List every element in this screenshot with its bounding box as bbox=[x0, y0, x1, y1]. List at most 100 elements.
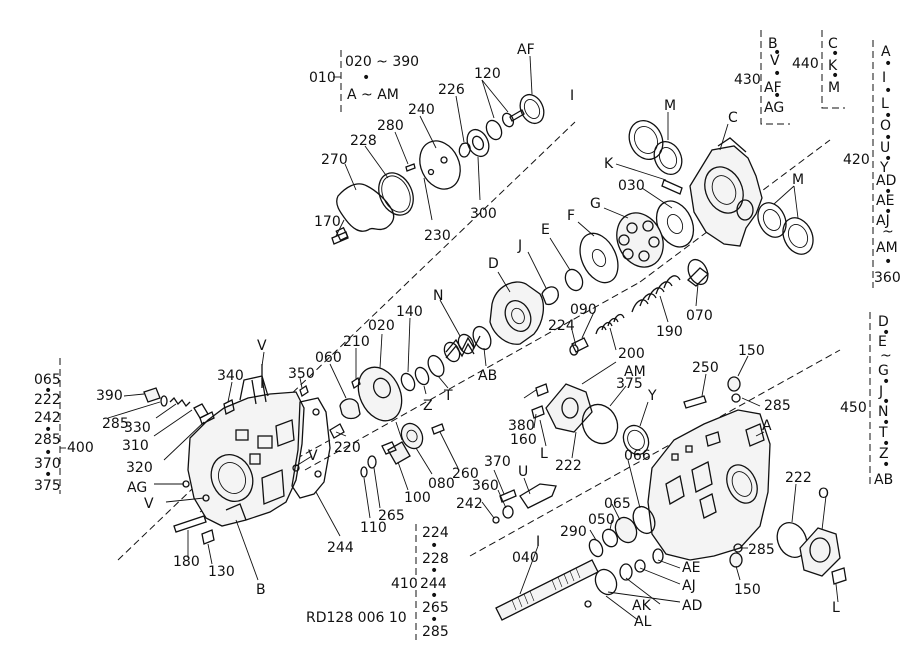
left-fasteners bbox=[143, 364, 309, 545]
label-AD: AD bbox=[682, 598, 702, 614]
label-066: 066 bbox=[624, 448, 651, 464]
group-400: 065 222 242 285 370 375 400 • • • • bbox=[34, 358, 94, 494]
label-Y: Y bbox=[647, 388, 657, 404]
group-420-item: AD bbox=[876, 173, 896, 189]
label-040: 040 bbox=[512, 550, 539, 566]
svg-text:•: • bbox=[44, 383, 52, 399]
ref-400: 400 bbox=[67, 440, 94, 456]
group-400-item: 375 bbox=[34, 478, 61, 494]
group-420-item: ~ bbox=[882, 224, 894, 240]
label-U: U bbox=[518, 464, 528, 480]
label-AJ: AJ bbox=[682, 578, 696, 594]
svg-text:•: • bbox=[882, 457, 890, 473]
top-cover-parts bbox=[331, 93, 545, 245]
group-410-item: 244 bbox=[420, 576, 447, 592]
housing-B bbox=[187, 375, 331, 527]
label-230: 230 bbox=[424, 228, 451, 244]
label-AK: AK bbox=[632, 598, 652, 614]
label-360: 360 bbox=[472, 478, 499, 494]
label-240: 240 bbox=[408, 102, 435, 118]
leader-lines bbox=[107, 55, 839, 621]
label-170: 170 bbox=[314, 214, 341, 230]
label-K: K bbox=[604, 156, 614, 172]
group-410-item: 228 bbox=[422, 551, 449, 567]
label-M: M bbox=[664, 98, 676, 114]
label-310: 310 bbox=[122, 438, 149, 454]
group-420-item: AJ bbox=[876, 213, 890, 229]
label-V: V bbox=[308, 448, 318, 464]
label-300: 300 bbox=[470, 206, 497, 222]
group-420: 420 A I L O U Y AD AE AJ ~ AM 360 • • • … bbox=[843, 40, 901, 288]
group-450-item: D bbox=[878, 314, 889, 330]
group-410-item: 285 bbox=[422, 624, 449, 640]
label-020: 020 bbox=[368, 318, 395, 334]
label-150: 150 bbox=[734, 582, 761, 598]
servo-parts bbox=[569, 258, 709, 356]
group-440-item: M bbox=[828, 80, 840, 96]
label-285: 285 bbox=[102, 416, 129, 432]
group-420-item: Y bbox=[879, 160, 889, 176]
label-B: B bbox=[256, 582, 266, 598]
group-420-item: AM bbox=[876, 240, 898, 256]
svg-text:•: • bbox=[44, 445, 52, 461]
svg-text:•: • bbox=[884, 108, 892, 124]
label-N: N bbox=[433, 288, 443, 304]
label-I: I bbox=[536, 534, 540, 550]
label-030: 030 bbox=[618, 178, 645, 194]
label-E: E bbox=[541, 222, 550, 238]
label-AB: AB bbox=[478, 368, 497, 384]
group-420-item: L bbox=[881, 96, 889, 112]
label-070: 070 bbox=[686, 308, 713, 324]
ref-010: 010 bbox=[309, 70, 336, 86]
group-450-item: E bbox=[878, 334, 887, 350]
label-242: 242 bbox=[456, 496, 483, 512]
label-350: 350 bbox=[288, 366, 315, 382]
label-L: L bbox=[540, 446, 548, 462]
label-F: F bbox=[567, 208, 575, 224]
label-320: 320 bbox=[126, 460, 153, 476]
label-L: L bbox=[832, 600, 840, 616]
label-V: V bbox=[144, 496, 154, 512]
label-244: 244 bbox=[327, 540, 354, 556]
label-M: M bbox=[792, 172, 804, 188]
ref-410: 410 bbox=[391, 576, 418, 592]
range-dot: • bbox=[362, 70, 370, 86]
label-A: A bbox=[762, 418, 772, 434]
label-V: V bbox=[257, 338, 267, 354]
label-390: 390 bbox=[96, 388, 123, 404]
group-400-item: 065 bbox=[34, 372, 61, 388]
group-400-item: 370 bbox=[34, 456, 61, 472]
group-010: 010 020 ~ 390 • A ~ AM bbox=[309, 50, 419, 112]
label-250: 250 bbox=[692, 360, 719, 376]
part-labels: AF 120 I 226 240 280 228 270 170 230 300… bbox=[96, 42, 840, 630]
group-430-item: B bbox=[768, 36, 778, 52]
ref-420: 420 bbox=[843, 152, 870, 168]
svg-text:•: • bbox=[884, 184, 892, 200]
label-J: J bbox=[517, 238, 522, 254]
label-222: 222 bbox=[555, 458, 582, 474]
label-C: C bbox=[728, 110, 738, 126]
group-420-item: I bbox=[882, 70, 886, 86]
ref-430: 430 bbox=[734, 72, 761, 88]
housing-A bbox=[492, 376, 847, 621]
label-228: 228 bbox=[350, 133, 377, 149]
label-130: 130 bbox=[208, 564, 235, 580]
label-D: D bbox=[488, 256, 499, 272]
group-450-item: Z bbox=[879, 446, 889, 462]
group-440-item: C bbox=[828, 36, 838, 52]
svg-text:•: • bbox=[884, 151, 892, 167]
valve-parts bbox=[329, 422, 445, 478]
svg-text:•: • bbox=[430, 538, 438, 554]
label-210: 210 bbox=[343, 334, 370, 350]
label-270: 270 bbox=[321, 152, 348, 168]
label-G: G bbox=[590, 196, 601, 212]
label-I: I bbox=[570, 88, 574, 104]
svg-text:•: • bbox=[882, 374, 890, 390]
group-450-item: T bbox=[878, 425, 888, 441]
label-AL: AL bbox=[634, 614, 652, 630]
group-410: 224 228 244 265 285 410 • • • • bbox=[391, 524, 449, 640]
label-190: 190 bbox=[656, 324, 683, 340]
svg-text:•: • bbox=[882, 325, 890, 341]
label-AF: AF bbox=[517, 42, 535, 58]
